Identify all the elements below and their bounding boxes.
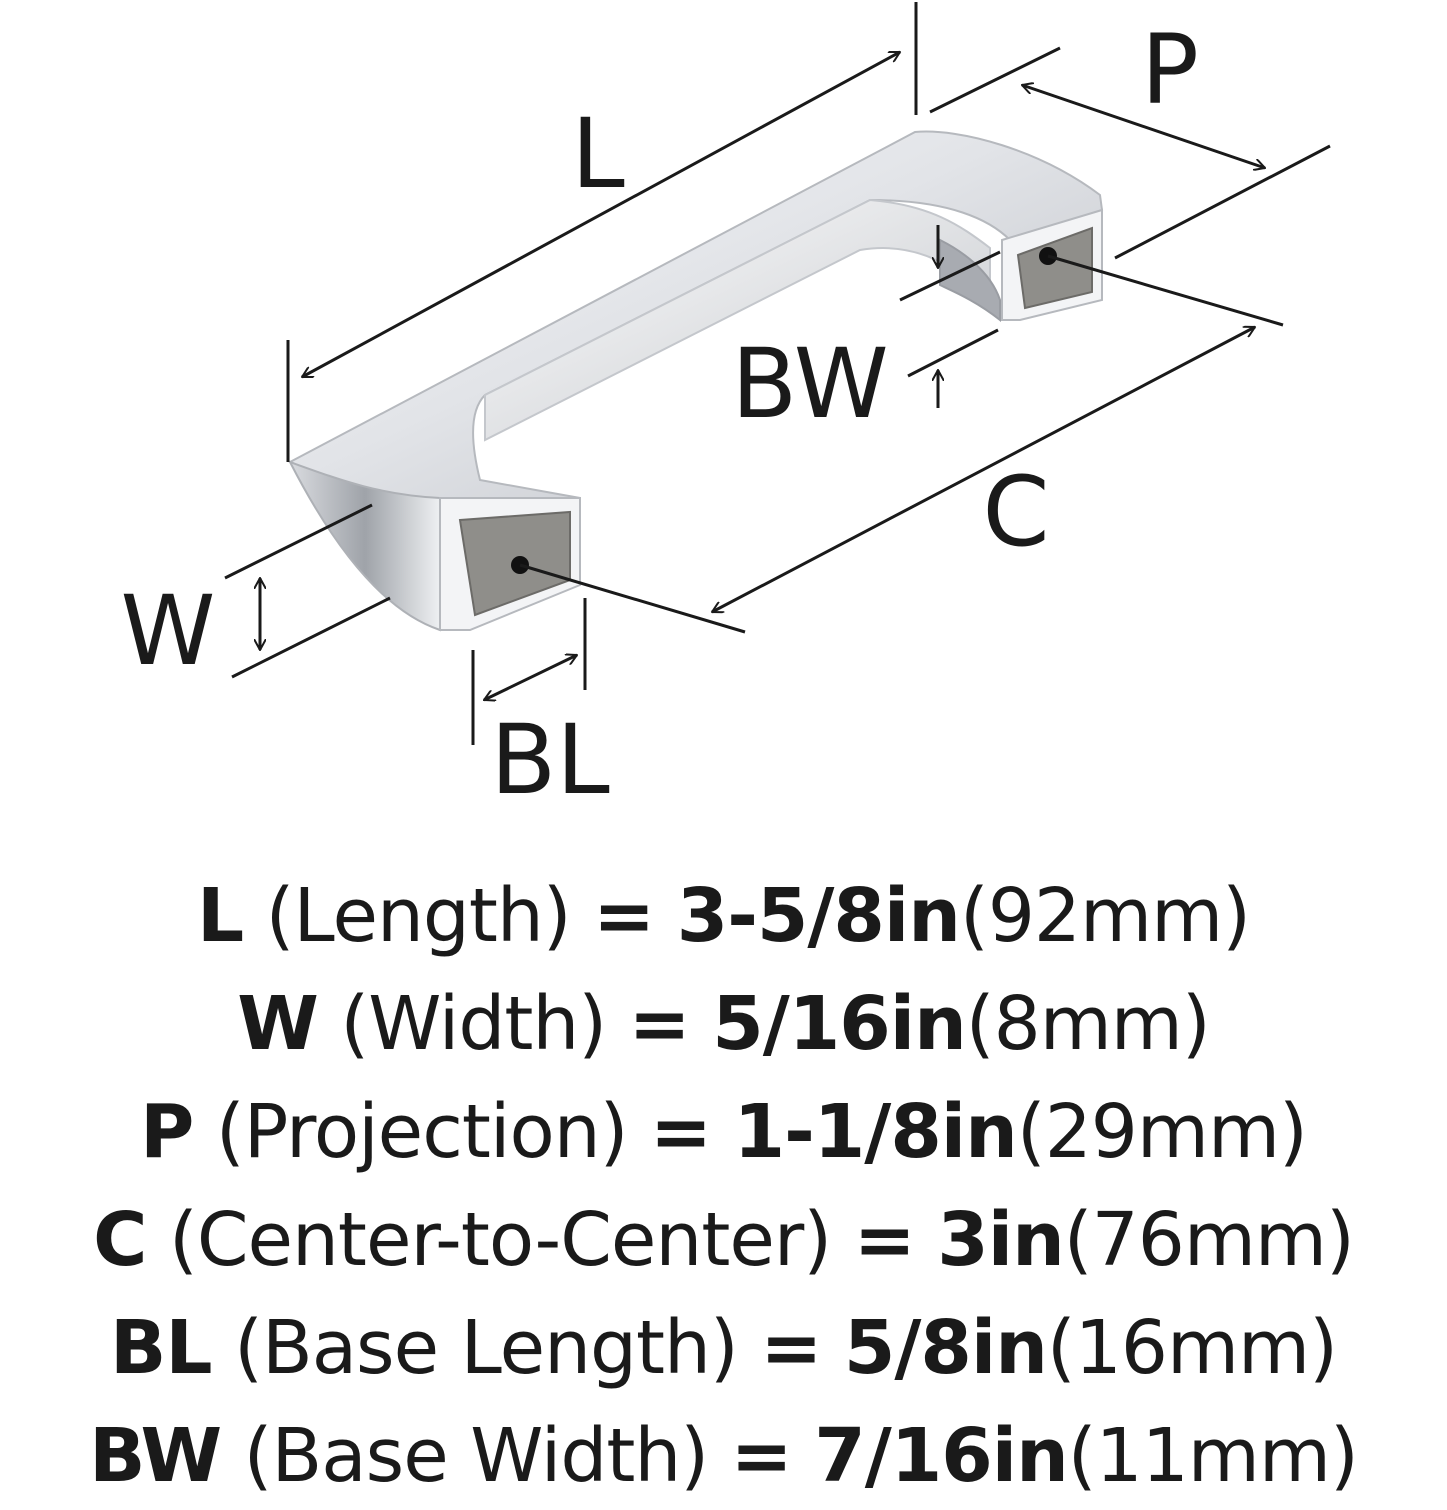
spec-code: BL <box>109 1305 213 1391</box>
spec-code: C <box>93 1197 147 1283</box>
spec-metric-value: (92mm) <box>959 873 1251 959</box>
spec-imperial-value: 3-5/8in <box>676 873 961 959</box>
spec-code: BW <box>89 1413 222 1499</box>
spec-equals: = <box>593 873 655 959</box>
handle-right-leg <box>939 238 1001 323</box>
spec-name: (Projection) <box>215 1089 629 1175</box>
spec-metric-value: (8mm) <box>965 981 1211 1067</box>
label-BW: BW <box>731 328 888 440</box>
spec-code: W <box>237 981 319 1067</box>
cabinet-pull-handle <box>287 130 1104 632</box>
spec-row-projection: P (Projection) = 1-1/8in(29mm) <box>0 1078 1447 1186</box>
right-base-face <box>1016 226 1093 310</box>
spec-name: (Length) <box>265 873 572 959</box>
spec-row-base-length: BL (Base Length) = 5/8in(16mm) <box>0 1294 1447 1402</box>
spec-name: (Base Width) <box>243 1413 709 1499</box>
spec-equals: = <box>650 1089 712 1175</box>
label-L: L <box>571 98 624 210</box>
label-W: W <box>121 575 216 687</box>
label-C: C <box>982 456 1049 568</box>
spec-equals: = <box>628 981 691 1067</box>
dimension-lines <box>224 2 1331 745</box>
spec-name: (Base Length) <box>234 1305 739 1391</box>
handle-dimension-diagram: L P BW C W BL <box>121 2 1331 816</box>
label-BL: BL <box>490 704 609 816</box>
spec-row-base-width: BW (Base Width) = 7/16in(11mm) <box>0 1402 1447 1510</box>
spec-imperial-value: 1-1/8in <box>733 1089 1018 1175</box>
spec-metric-value: (29mm) <box>1016 1089 1308 1175</box>
dimension-spec-list: L (Length) = 3-5/8in(92mm) W (Width) = 5… <box>0 862 1447 1510</box>
spec-code: P <box>140 1089 194 1175</box>
spec-metric-value: (11mm) <box>1067 1413 1359 1499</box>
spec-name: (Center-to-Center) <box>168 1197 832 1283</box>
spec-code: L <box>196 873 244 959</box>
spec-equals: = <box>730 1413 793 1499</box>
label-P: P <box>1141 14 1199 126</box>
spec-metric-value: (76mm) <box>1063 1197 1355 1283</box>
spec-name: (Width) <box>340 981 607 1067</box>
spec-row-length: L (Length) = 3-5/8in(92mm) <box>0 862 1447 970</box>
spec-imperial-value: 5/8in <box>843 1305 1048 1391</box>
spec-imperial-value: 7/16in <box>814 1413 1069 1499</box>
spec-imperial-value: 3in <box>937 1197 1065 1283</box>
spec-row-width: W (Width) = 5/16in(8mm) <box>0 970 1447 1078</box>
spec-equals: = <box>760 1305 822 1391</box>
spec-row-center-to-center: C (Center-to-Center) = 3in(76mm) <box>0 1186 1447 1294</box>
spec-metric-value: (16mm) <box>1046 1305 1338 1391</box>
spec-equals: = <box>853 1197 916 1283</box>
spec-imperial-value: 5/16in <box>712 981 967 1067</box>
